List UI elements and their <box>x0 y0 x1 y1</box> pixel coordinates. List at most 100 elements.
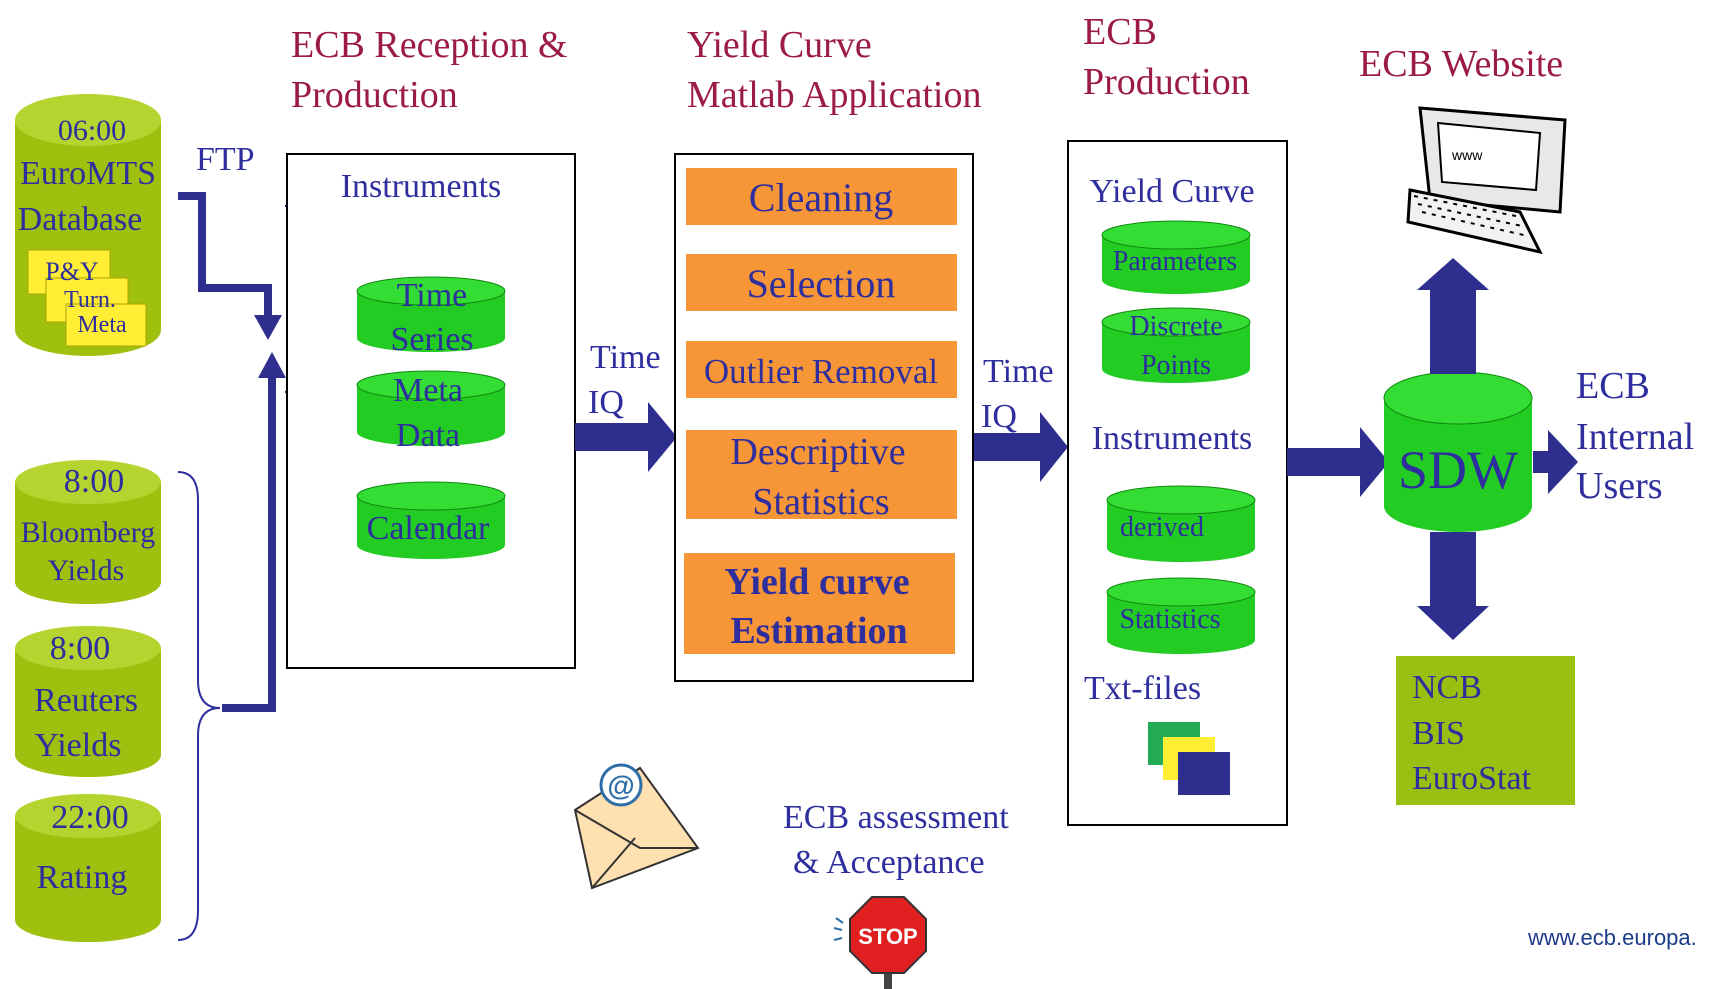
ftp-label: FTP <box>196 141 255 178</box>
header-production-line2: Production <box>1083 61 1250 103</box>
euromts-name-line2: Database <box>18 201 143 238</box>
reuters-name-line2: Yields <box>35 727 122 764</box>
db-meta-data: Meta Data <box>356 370 506 454</box>
db-time-series-line1: Time <box>397 277 468 314</box>
db-time-series-line2: Series <box>390 321 473 358</box>
transfer1-label-line2: IQ <box>588 384 624 421</box>
production-txt-title: Txt-files <box>1084 670 1201 707</box>
step-descriptive-statistics-line2: Statistics <box>752 481 889 523</box>
db-calendar: Calendar <box>356 481 506 559</box>
rating-name: Rating <box>37 859 128 896</box>
note-meta-text: Meta <box>77 312 127 338</box>
header-matlab-line2: Matlab Application <box>687 74 981 116</box>
db-calendar-label: Calendar <box>367 510 490 547</box>
db-derived: derived <box>1106 485 1256 562</box>
euromts-time: 06:00 <box>58 114 126 147</box>
external-item-eurostat: EuroStat <box>1412 760 1532 797</box>
reception-box <box>286 153 576 669</box>
header-production-line1: ECB <box>1083 11 1157 53</box>
assessment-label: ECB assessment & Acceptance <box>783 799 1009 881</box>
step-yield-curve-estimation: Yield curve Estimation <box>684 553 955 654</box>
reuters-name-line1: Reuters <box>34 682 138 719</box>
external-box <box>1396 656 1575 805</box>
transfer2-label-line1: Time <box>983 353 1054 390</box>
step-yield-curve-estimation-line2: Estimation <box>730 610 907 652</box>
bloomberg-time: 8:00 <box>64 463 124 500</box>
reuters-cylinder: 8:00 Reuters Yields <box>15 626 161 777</box>
db-discrete-points-line1: Discrete <box>1129 311 1222 342</box>
stop-sign-icon: STOP <box>833 896 927 989</box>
db-parameters-label: Parameters <box>1113 246 1237 277</box>
step-outlier-removal: Outlier Removal <box>686 341 957 398</box>
sdw-to-external-arrow <box>1417 532 1489 640</box>
svg-text:@: @ <box>607 770 634 801</box>
note-turn-text: Turn. <box>64 287 116 313</box>
step-outlier-removal-label: Outlier Removal <box>704 352 939 391</box>
db-meta-data-line2: Data <box>396 417 460 454</box>
external-list: NCB BIS EuroStat <box>1412 669 1532 797</box>
header-production: ECB Production <box>1083 11 1250 103</box>
db-statistics-label: Statistics <box>1119 604 1220 635</box>
step-descriptive-statistics: Descriptive Statistics <box>686 430 957 523</box>
assessment-line1: ECB assessment <box>783 799 1009 836</box>
bloomberg-name-line2: Yields <box>48 554 125 587</box>
sources-arrow-head <box>258 352 286 378</box>
internal-users-line2: Internal <box>1576 416 1694 458</box>
db-statistics: Statistics <box>1106 577 1256 654</box>
internal-users-label: ECB Internal Users <box>1576 365 1694 507</box>
header-matlab-line1: Yield Curve <box>687 24 872 66</box>
step-selection-label: Selection <box>747 261 896 306</box>
production-yc-title: Yield Curve <box>1089 173 1254 210</box>
internal-users-line1: ECB <box>1576 365 1650 407</box>
ftp-arrow-line <box>178 192 272 325</box>
step-yield-curve-estimation-line1: Yield curve <box>724 561 909 603</box>
db-derived-label: derived <box>1120 512 1204 543</box>
rating-time: 22:00 <box>51 799 128 836</box>
header-website: ECB Website <box>1359 43 1563 85</box>
db-discrete-points-line2: Points <box>1141 350 1211 381</box>
email-icon: @ <box>573 763 700 890</box>
sources-arrow-line <box>222 370 276 712</box>
txt-files-icon <box>1148 722 1230 795</box>
sdw-label: SDW <box>1398 440 1518 500</box>
header-reception-line1: ECB Reception & <box>291 24 568 66</box>
stop-sign-text: STOP <box>858 924 918 949</box>
bloomberg-name-line1: Bloomberg <box>21 516 155 549</box>
reception-title: Instruments <box>341 168 502 205</box>
db-parameters: Parameters <box>1101 220 1251 294</box>
sdw-to-internal-arrow <box>1533 430 1578 494</box>
header-matlab: Yield Curve Matlab Application <box>687 24 981 116</box>
euromts-name-line1: EuroMTS <box>20 155 156 192</box>
internal-users-line3: Users <box>1576 465 1663 507</box>
transfer1-label-line1: Time <box>590 339 661 376</box>
step-descriptive-statistics-line1: Descriptive <box>730 431 905 473</box>
production-to-sdw-arrow <box>1287 427 1389 497</box>
external-item-bis: BIS <box>1412 715 1465 752</box>
step-cleaning: Cleaning <box>686 168 957 225</box>
db-meta-data-line1: Meta <box>393 372 463 409</box>
sources-brace <box>177 471 221 941</box>
transfer1-arrow <box>575 402 677 472</box>
ftp-arrow-head <box>254 315 282 340</box>
step-selection: Selection <box>686 254 957 311</box>
rating-cylinder: 22:00 Rating <box>15 794 161 942</box>
step-cleaning-label: Cleaning <box>749 175 893 220</box>
computer-screen-text: www <box>1451 147 1483 163</box>
note-py-text: P&Y <box>45 257 99 286</box>
reuters-time: 8:00 <box>50 630 110 667</box>
header-reception: ECB Reception & Production <box>291 24 568 116</box>
bloomberg-cylinder: 8:00 Bloomberg Yields <box>15 460 161 604</box>
db-discrete-points: Discrete Points <box>1101 307 1251 383</box>
db-time-series: Time Series <box>356 276 506 358</box>
footer-url[interactable]: www.ecb.europa. <box>1527 925 1697 950</box>
computer-icon: www <box>1406 106 1567 255</box>
header-reception-line2: Production <box>291 74 458 116</box>
production-instruments-title: Instruments <box>1092 420 1253 457</box>
sdw-to-website-arrow <box>1417 258 1489 374</box>
assessment-line2: & Acceptance <box>793 844 985 881</box>
euromts-database-cylinder: 06:00 EuroMTS Database P&Y Turn. Meta <box>15 94 161 356</box>
external-item-ncb: NCB <box>1412 669 1482 706</box>
note-meta <box>65 303 147 347</box>
sdw-cylinder: SDW <box>1383 371 1533 532</box>
